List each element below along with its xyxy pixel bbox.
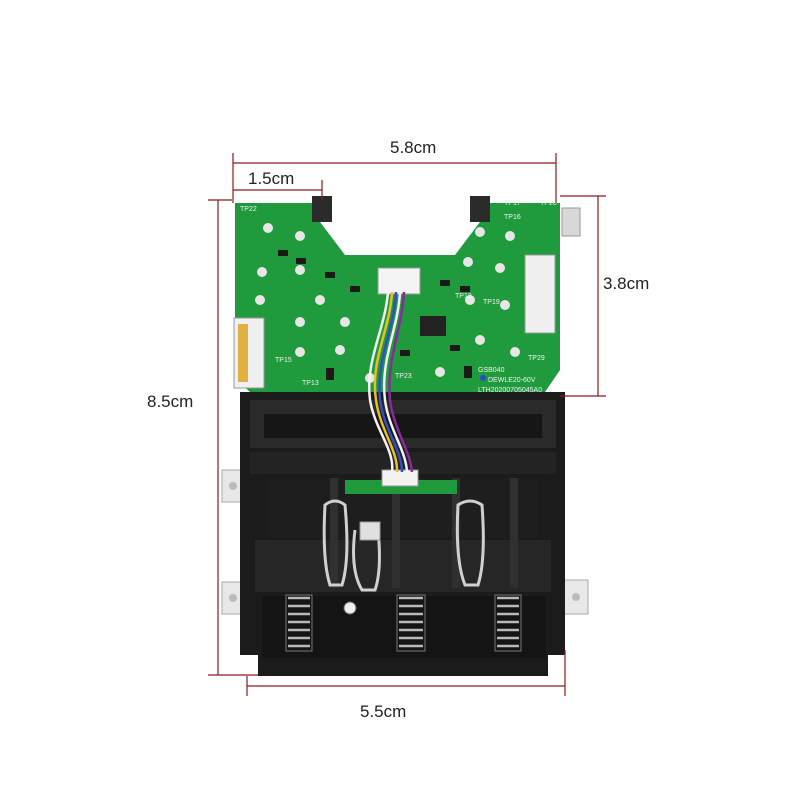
label-serial: LTH20200705045A0 — [478, 387, 542, 394]
top-connector — [377, 267, 421, 295]
dim-bottom-width-label: 5.5cm — [360, 702, 407, 721]
label-tp17: TP17 — [504, 200, 521, 207]
label-model-line2: DEWLE20-60V — [488, 377, 536, 384]
smd-components — [278, 250, 472, 380]
dim-pcb-height-label: 3.8cm — [603, 274, 650, 293]
test-pads — [255, 223, 520, 383]
spring-middle — [396, 594, 426, 652]
label-tp19: TP19 — [483, 299, 500, 306]
green-pcb: TP22 TP17 TP16 TP20 TP18 TP19 TP15 TP29 … — [233, 196, 581, 394]
dimension-lines — [208, 153, 606, 696]
label-tp20: TP20 — [540, 200, 557, 207]
label-tp18: TP18 — [455, 293, 472, 300]
spring-left — [285, 594, 313, 652]
ic-chip — [420, 316, 446, 336]
label-tp22: TP22 — [240, 206, 257, 213]
mount-tab-right-lower — [563, 579, 589, 615]
right-connector — [524, 254, 556, 334]
spring-right — [494, 594, 522, 652]
dim-total-height-label: 8.5cm — [147, 392, 194, 411]
contact-clip-right — [455, 499, 485, 587]
contact-clip-left — [322, 499, 349, 587]
mount-hole — [343, 601, 357, 615]
wire-harness — [367, 291, 414, 473]
sub-board-connector — [381, 469, 419, 487]
label-tp15: TP15 — [275, 357, 292, 364]
terminal-sub-board — [345, 480, 457, 494]
label-tp16: TP16 — [504, 214, 521, 221]
metal-tab-right — [561, 207, 581, 237]
dim-notch-width-label: 1.5cm — [248, 169, 295, 188]
label-tp13: TP13 — [302, 380, 319, 387]
label-tp23: TP23 — [395, 373, 412, 380]
terminal-housing — [221, 392, 589, 676]
dim-top-width-label: 5.8cm — [390, 138, 437, 157]
label-tp29: TP29 — [528, 355, 545, 362]
contact-clip-middle — [352, 521, 381, 592]
label-model: GSB040 — [478, 367, 505, 374]
